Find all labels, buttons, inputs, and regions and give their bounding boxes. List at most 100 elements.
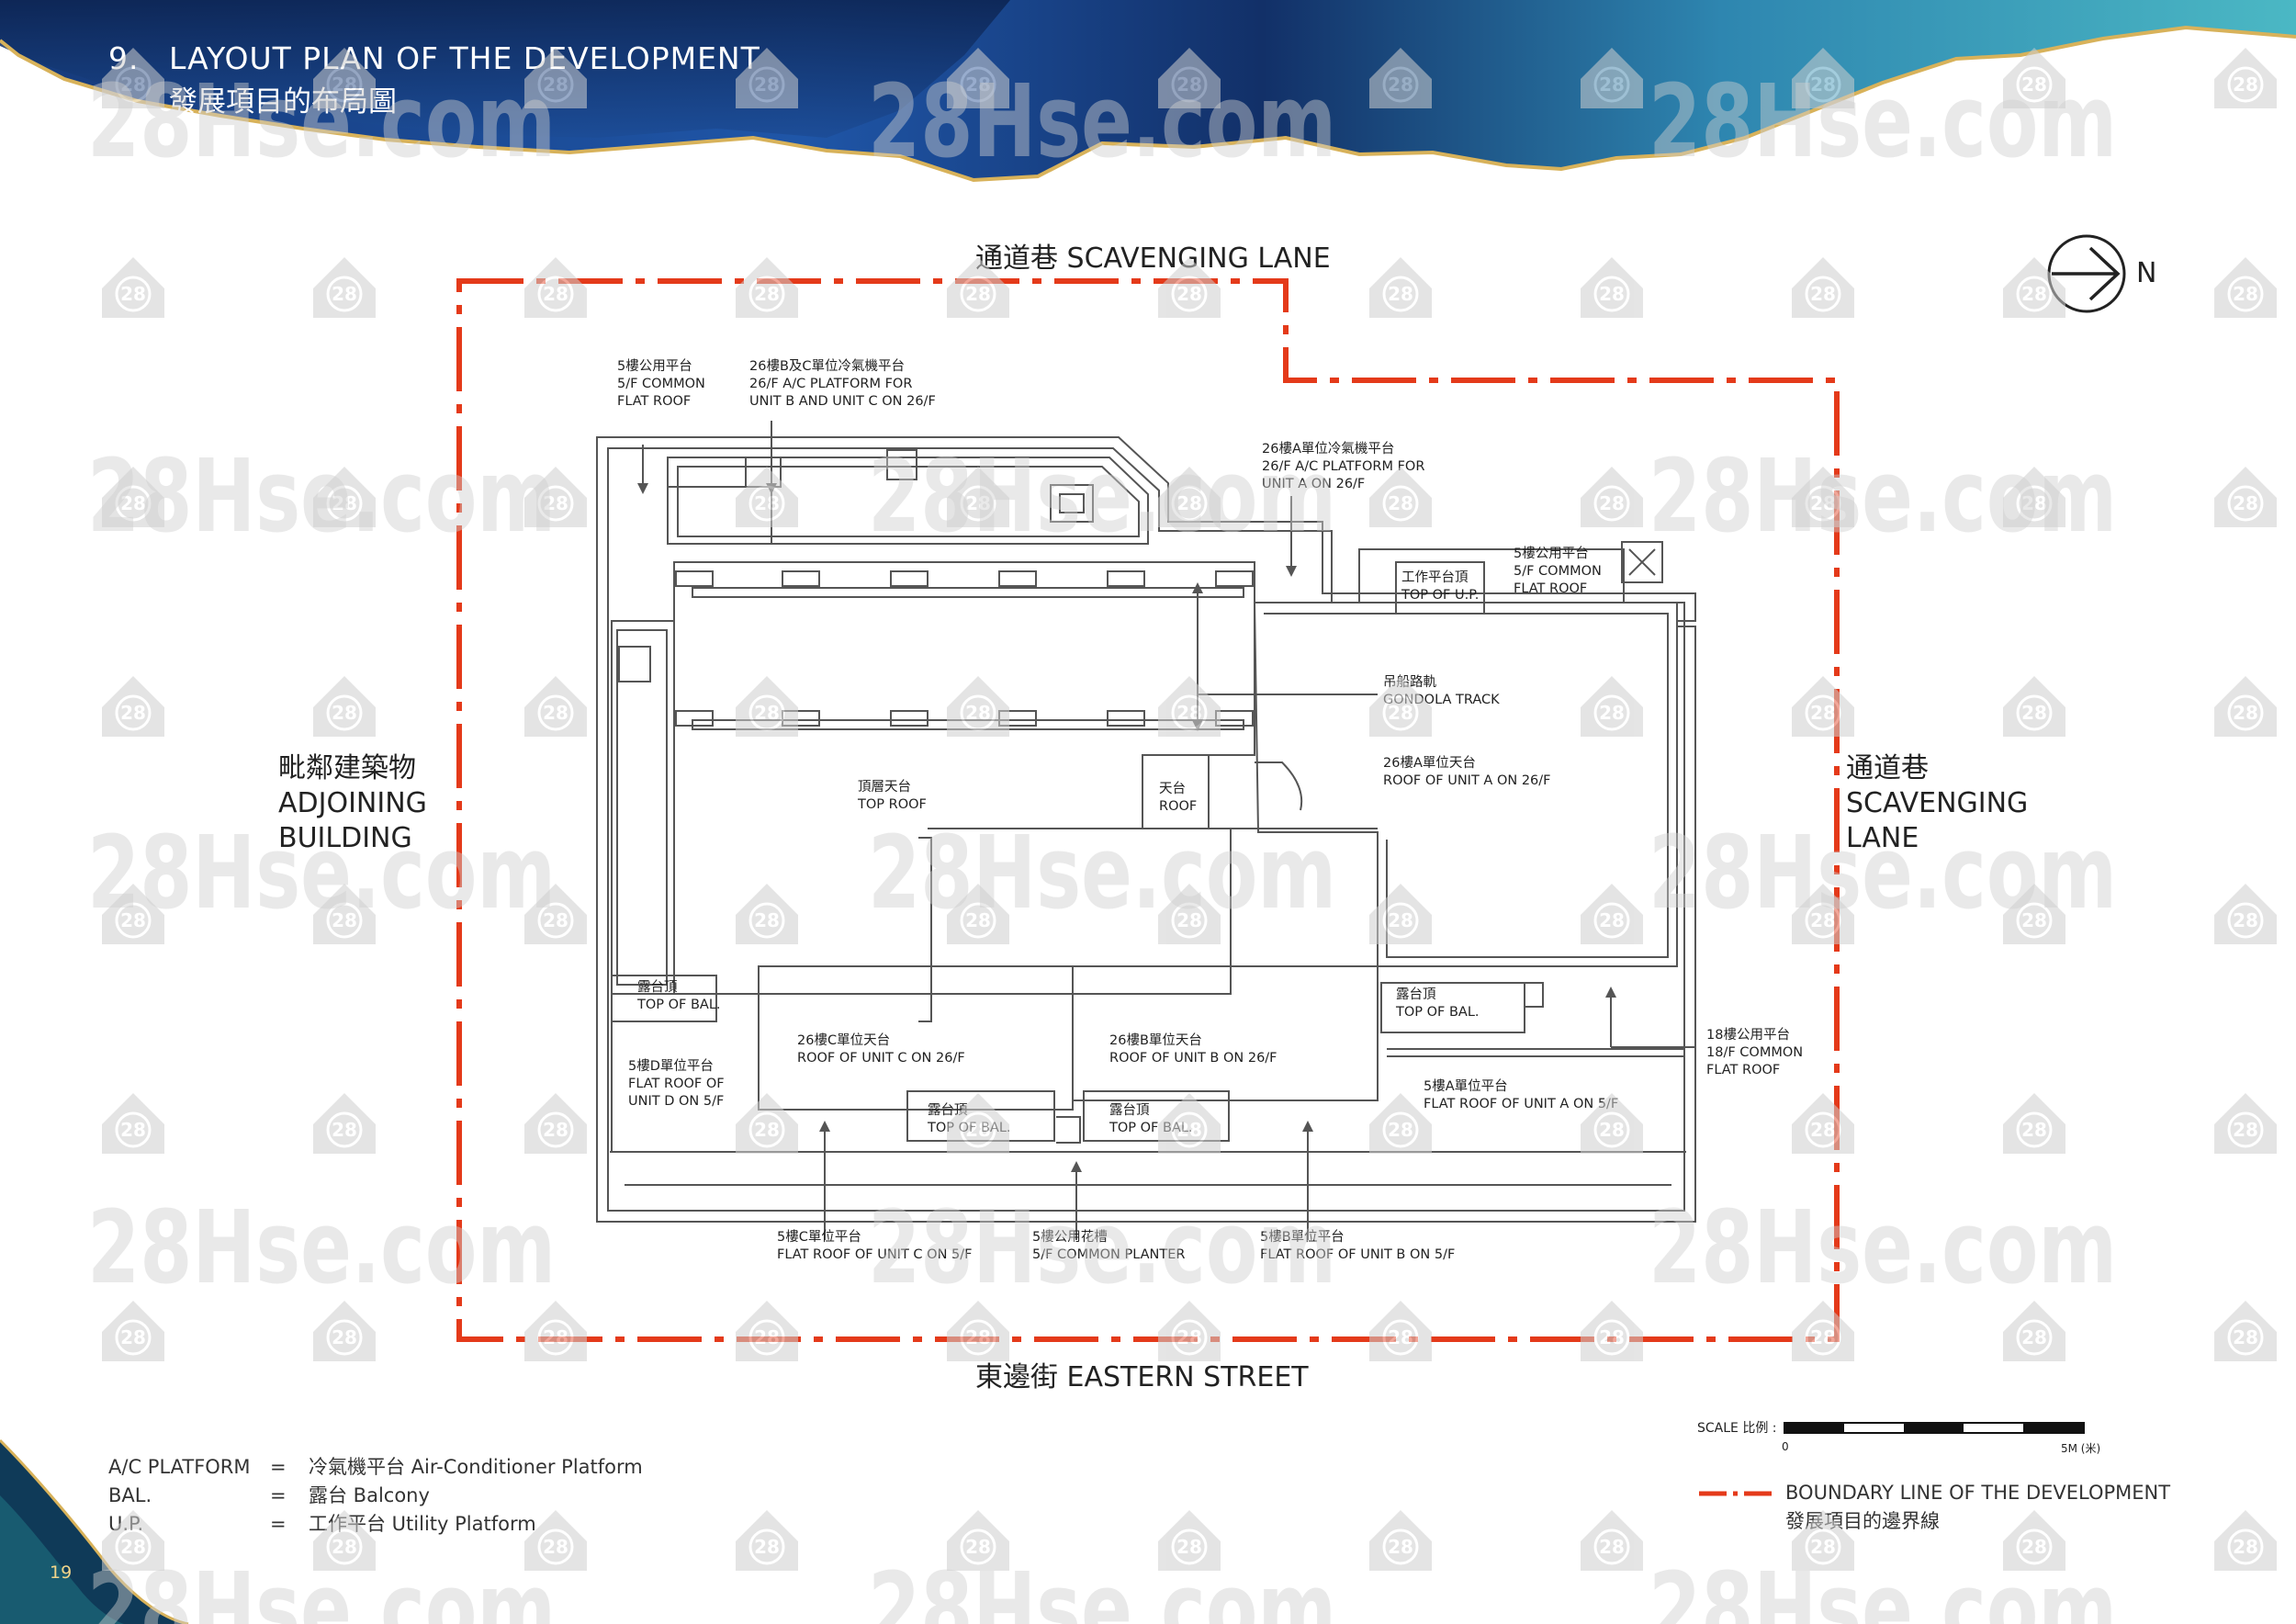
- legend-desc: 冷氣機平台 Air-Conditioner Platform: [309, 1456, 643, 1478]
- north-arrow: [2047, 234, 2126, 313]
- label-ac-platform-a-26f: 26樓A單位冷氣機平台 26/F A/C PLATFORM FOR UNIT A O…: [1262, 441, 1424, 493]
- label-line: 26/F A/C PLATFORM FOR: [1262, 459, 1425, 474]
- label-line: FLAT ROOF OF UNIT B ON 5/F: [1260, 1247, 1456, 1262]
- label-line: 5/F COMMON PLANTER: [1032, 1247, 1186, 1262]
- legend-eq: =: [270, 1484, 287, 1506]
- west-roof-strip: [611, 620, 675, 995]
- title-en: LAYOUT PLAN OF THE DEVELOPMENT: [169, 40, 760, 76]
- top-wing-inner: [677, 466, 1140, 537]
- label-line: TOP OF BAL.: [1396, 1005, 1480, 1020]
- legend-abbr: U.P.: [108, 1513, 144, 1535]
- bal-right-notch: [1525, 982, 1544, 1008]
- legend-row: U.P.=工作平台 Utility Platform: [108, 1510, 643, 1539]
- legend-desc: 露台 Balcony: [309, 1484, 430, 1506]
- label-line: 18樓公用平台: [1706, 1028, 1790, 1043]
- scale-zero: 0: [1782, 1440, 1789, 1453]
- west-roof-strip-inner: [616, 629, 668, 986]
- label-roof: 天台 ROOF: [1159, 781, 1197, 816]
- label-line: 26樓A單位天台: [1383, 756, 1476, 771]
- east-terrace-lines: [1387, 1048, 1684, 1057]
- label-line: TOP OF BAL.: [637, 998, 721, 1012]
- up-box: [1395, 561, 1485, 615]
- abbreviation-legend: A/C PLATFORM=冷氣機平台 Air-Conditioner Platf…: [108, 1453, 643, 1539]
- label-line: 5樓B單位平台: [1260, 1230, 1345, 1245]
- street-top-label: 通道巷 SCAVENGING LANE: [975, 242, 1331, 275]
- legend-abbr: BAL.: [108, 1484, 152, 1506]
- lane-zh: 通道巷: [1846, 752, 1929, 784]
- legend-row: A/C PLATFORM=冷氣機平台 Air-Conditioner Platf…: [108, 1453, 643, 1482]
- label-line: 5樓公用花槽: [1032, 1230, 1108, 1245]
- label-line: 露台頂: [928, 1103, 968, 1118]
- scavenging-lane-east-label: 通道巷 SCAVENGING LANE: [1846, 751, 2028, 856]
- parapet-c: [918, 837, 932, 1022]
- lane-en-2: LANE: [1846, 822, 1919, 854]
- label-line: 5樓A單位平台: [1424, 1079, 1508, 1094]
- boundary-legend-text: BOUNDARY LINE OF THE DEVELOPMENT 發展項目的邊界…: [1785, 1479, 2170, 1536]
- north-label: N: [2136, 257, 2157, 289]
- label-roof-unit-b-26f: 26樓B單位天台 ROOF OF UNIT B ON 26/F: [1109, 1032, 1277, 1067]
- bal-b: [1083, 1090, 1230, 1142]
- roof-hatch-2-inner: [1059, 493, 1085, 513]
- gondola-track-north: [692, 587, 1244, 598]
- section-heading: 9.LAYOUT PLAN OF THE DEVELOPMENT 發展項目的布局…: [108, 40, 760, 119]
- label-line: FLAT ROOF OF UNIT A ON 5/F: [1424, 1097, 1619, 1111]
- planter-edges: [611, 1021, 1696, 1152]
- heading-line-en: 9.LAYOUT PLAN OF THE DEVELOPMENT: [108, 40, 760, 76]
- label-line: 露台頂: [1396, 987, 1436, 1002]
- roof-hatch-2: [1050, 484, 1094, 523]
- label-line: TOP OF BAL.: [1109, 1121, 1193, 1135]
- label-common-planter-5f: 5樓公用花槽 5/F COMMON PLANTER: [1032, 1229, 1186, 1264]
- main-roof-block: [673, 561, 1255, 995]
- label-line: TOP ROOF: [858, 797, 927, 812]
- label-line: 露台頂: [1109, 1103, 1150, 1118]
- label-line: ROOF OF UNIT C ON 26/F: [797, 1051, 965, 1066]
- page-number: 19: [50, 1562, 73, 1583]
- label-line: ROOF OF UNIT B ON 26/F: [1109, 1051, 1277, 1066]
- adjoining-zh: 毗鄰建築物: [278, 752, 416, 784]
- label-line: FLAT ROOF OF: [628, 1077, 725, 1091]
- label-line: UNIT A ON 26/F: [1262, 477, 1366, 491]
- ne-hatch: [1621, 541, 1663, 583]
- plan-linework: [596, 421, 1696, 1240]
- label-line: UNIT B AND UNIT C ON 26/F: [749, 394, 936, 409]
- bal-c: [906, 1090, 1055, 1142]
- label-line: 18/F COMMON: [1706, 1045, 1804, 1060]
- label-line: GONDOLA TRACK: [1383, 693, 1500, 707]
- label-line: FLAT ROOF: [617, 394, 692, 409]
- label-top-roof: 頂層天台 TOP ROOF: [858, 779, 927, 814]
- label-line: 5樓C單位平台: [777, 1230, 861, 1245]
- nw-common-roof: [668, 486, 772, 545]
- label-line: 26樓C單位天台: [797, 1033, 891, 1048]
- label-line: 露台頂: [637, 980, 678, 995]
- scale-bar: [1784, 1422, 2085, 1434]
- door-swing: [1255, 761, 1303, 811]
- label-line: FLAT ROOF: [1706, 1063, 1781, 1077]
- bal-gap: [1056, 1116, 1081, 1144]
- roof-hatch-1: [886, 449, 917, 480]
- label-line: 26樓B單位天台: [1109, 1033, 1202, 1048]
- lane-en-1: SCAVENGING: [1846, 787, 2029, 819]
- label-line: 5/F COMMON: [1514, 564, 1602, 579]
- gondola-posts: [675, 570, 1254, 727]
- label-top-of-bal-left: 露台頂 TOP OF BAL.: [637, 979, 721, 1014]
- label-line: FLAT ROOF: [1514, 581, 1588, 596]
- label-line: ROOF: [1159, 799, 1198, 814]
- label-line: 26樓A單位冷氣機平台: [1262, 442, 1395, 457]
- legend-desc: 工作平台 Utility Platform: [309, 1513, 536, 1535]
- label-line: 頂層天台: [858, 780, 911, 795]
- footprint-inner: [607, 447, 1685, 1212]
- label-line: 天台: [1159, 782, 1186, 796]
- bal-left: [611, 975, 717, 1022]
- label-line: 工作平台頂: [1401, 570, 1469, 585]
- label-flat-roof-unit-a-5f: 5樓A單位平台 FLAT ROOF OF UNIT A ON 5/F: [1424, 1078, 1618, 1113]
